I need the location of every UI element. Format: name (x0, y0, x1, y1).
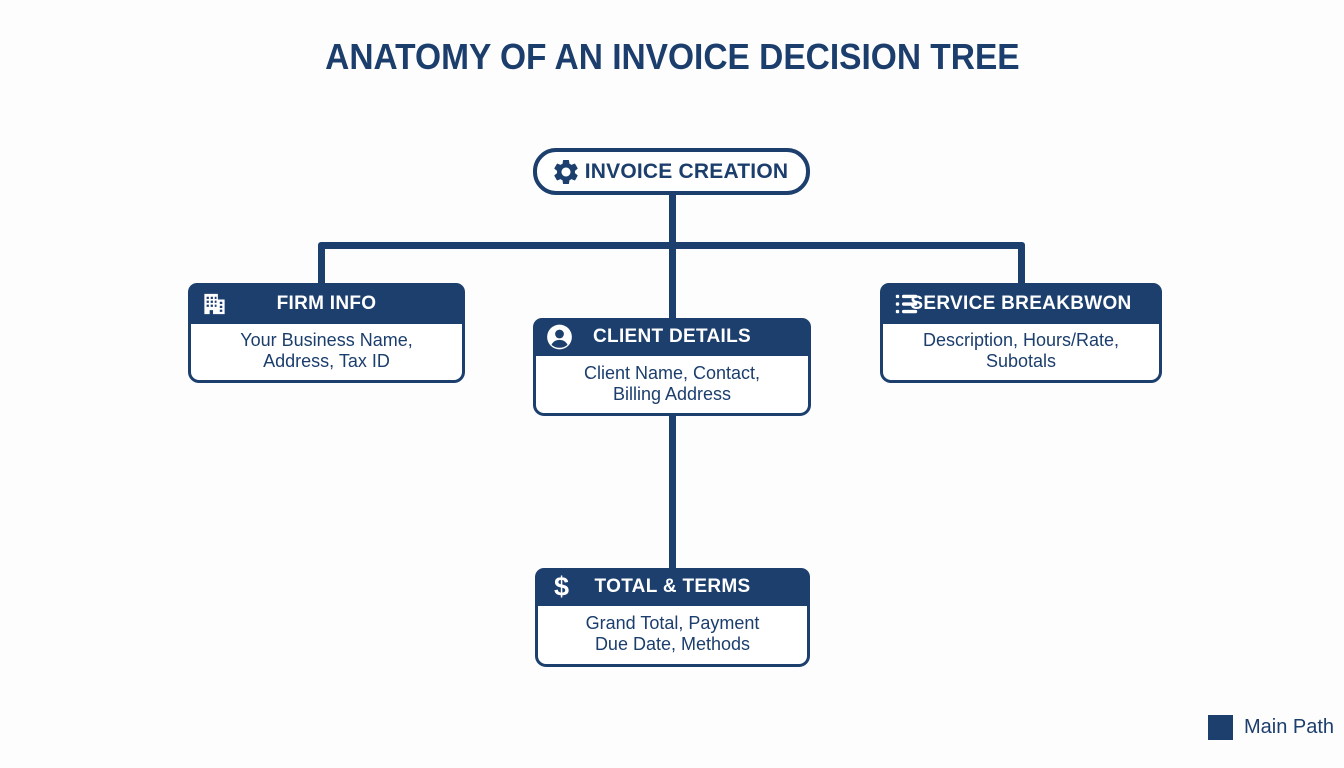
node-header: FIRM INFO (188, 283, 465, 324)
legend: Main Path (1208, 715, 1334, 740)
node-label: TOTAL & TERMS (594, 576, 751, 597)
node-total-terms: $ TOTAL & TERMS Grand Total, Payment Due… (535, 568, 810, 667)
page-title: ANATOMY OF AN INVOICE DECISION TREE (324, 36, 1020, 77)
node-service-breakdown: SERVICE BREAKBWON Description, Hours/Rat… (880, 283, 1162, 383)
node-body: Grand Total, Payment Due Date, Methods (585, 613, 760, 654)
title-wrap: ANATOMY OF AN INVOICE DECISION TREE (0, 36, 1344, 78)
connector-right-drop (1018, 244, 1025, 288)
user-icon (546, 324, 573, 351)
legend-swatch-main-path (1208, 715, 1233, 740)
gear-icon (551, 157, 581, 187)
node-invoice-creation: INVOICE CREATION (533, 148, 810, 195)
node-header: CLIENT DETAILS (533, 318, 811, 356)
connector-center-drop (669, 244, 676, 323)
node-label: CLIENT DETAILS (593, 326, 751, 347)
connector-root-down (669, 192, 676, 248)
dollar-icon: $ (548, 571, 575, 602)
legend-label: Main Path (1244, 716, 1335, 738)
node-body: Client Name, Contact, Billing Address (583, 362, 761, 404)
list-icon (893, 290, 920, 317)
node-header: $ TOTAL & TERMS (535, 568, 810, 606)
node-body: Your Business Name, Address, Tax ID (240, 330, 413, 371)
node-body: Description, Hours/Rate, Subotals (922, 330, 1120, 371)
node-label: FIRM INFO (276, 292, 377, 314)
node-firm-info: FIRM INFO Your Business Name, Address, T… (188, 283, 465, 383)
building-icon (201, 290, 228, 317)
connector-left-drop (318, 244, 325, 288)
dollar-glyph: $ (553, 571, 570, 602)
node-client-details: CLIENT DETAILS Client Name, Contact, Bil… (533, 318, 811, 416)
connector-client-to-total (669, 412, 676, 572)
node-label: SERVICE BREAKBWON (910, 292, 1132, 314)
node-header: SERVICE BREAKBWON (880, 283, 1162, 324)
node-label: INVOICE CREATION (584, 159, 789, 183)
